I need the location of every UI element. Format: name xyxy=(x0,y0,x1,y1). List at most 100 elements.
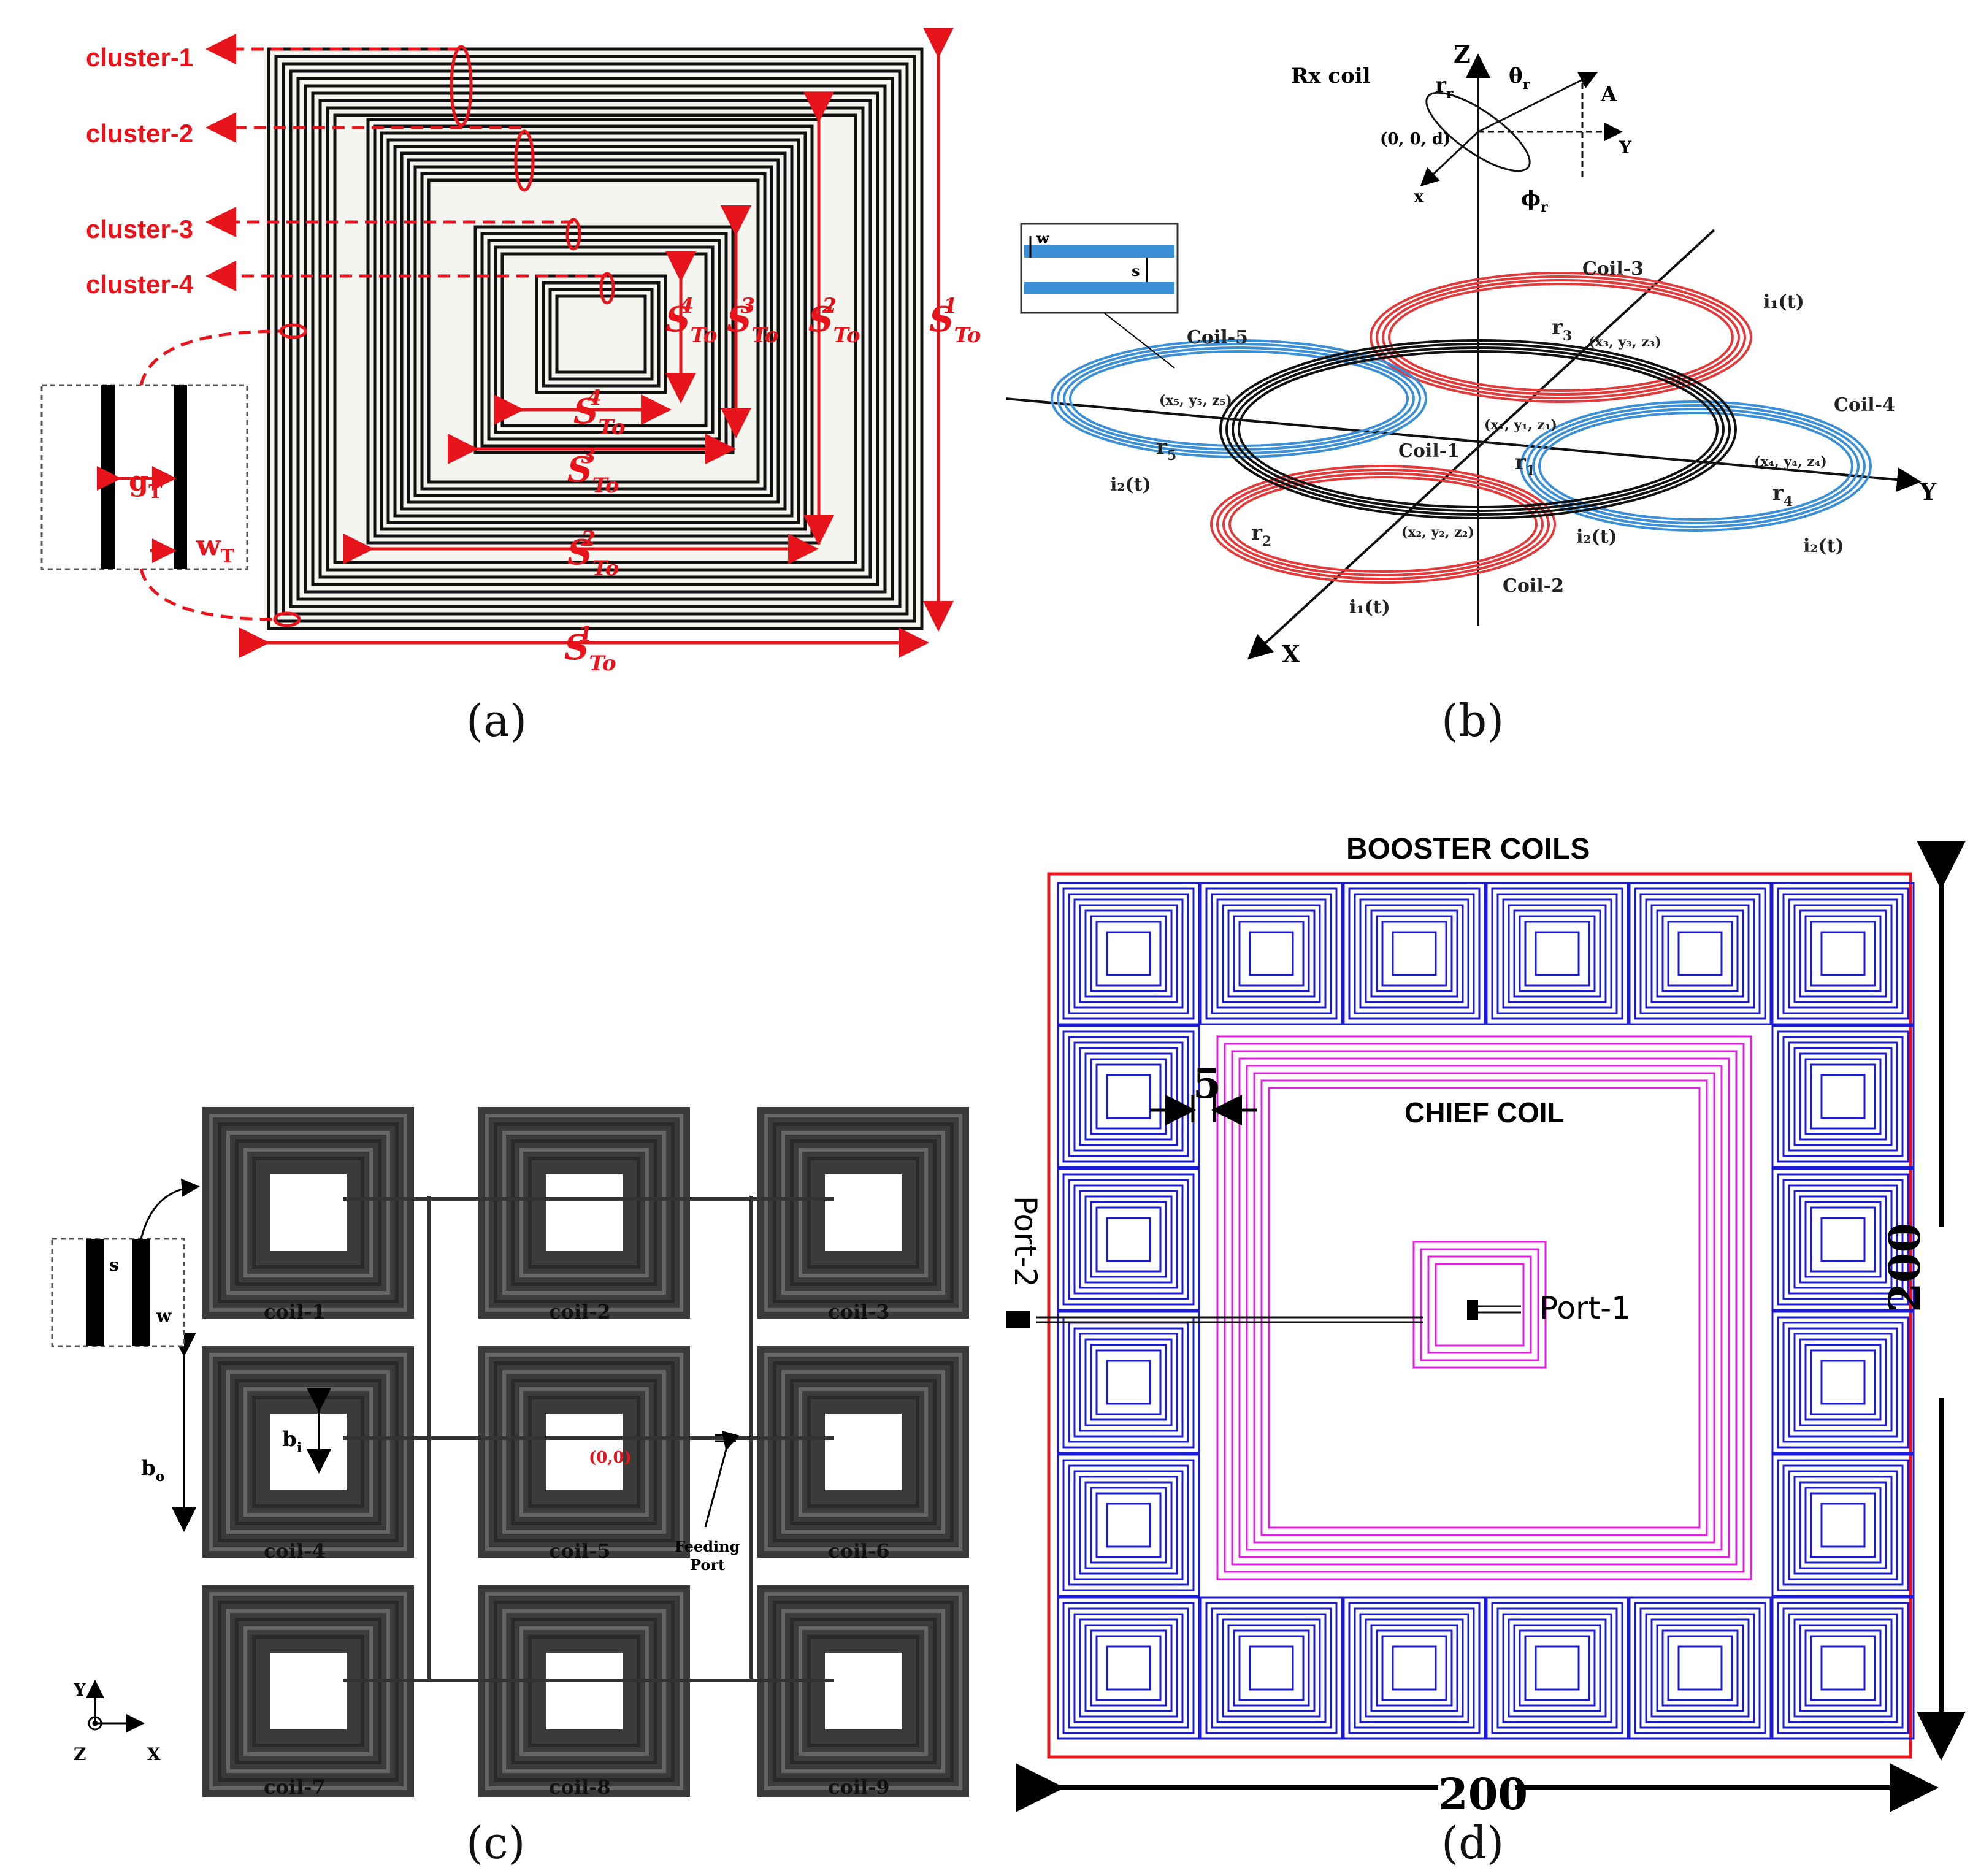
panel-c: coil-1 coil-2 coil-3 coil-4 coil-5 coil-… xyxy=(51,1107,969,1869)
port-2-block xyxy=(1006,1311,1030,1328)
rx-coil-frame xyxy=(1420,72,1623,187)
trace-inset-a: gT wT xyxy=(40,329,283,621)
coord-3: (x₃, y₃, z₃) xyxy=(1588,334,1661,350)
tx-coils xyxy=(1051,272,1872,584)
rx-labels: Rx coil (0, 0, d) rr θr ϕr A x Y xyxy=(1291,64,1632,215)
rx-radius: rr xyxy=(1435,73,1454,102)
coil-7-label-c: coil-7 xyxy=(264,1775,326,1799)
cluster-1 xyxy=(267,47,924,630)
rx-phi: ϕr xyxy=(1521,186,1548,215)
cluster-leaders xyxy=(205,34,607,291)
coil-9-label-c: coil-9 xyxy=(828,1775,890,1799)
coil-9-c xyxy=(757,1585,969,1797)
svg-text:STo3: STo3 xyxy=(567,444,619,498)
booster-coil-11 xyxy=(1057,1311,1200,1454)
coil-labels-c: coil-1 coil-2 coil-3 coil-4 coil-5 coil-… xyxy=(264,1300,890,1799)
coord-2: (x₂, y₂, z₂) xyxy=(1401,524,1474,540)
svg-text:STo2: STo2 xyxy=(808,294,860,348)
coil-2-label-b: Coil-2 xyxy=(1503,575,1564,597)
coil-labels-b: Coil-1 Coil-2 Coil-3 Coil-4 Coil-5 xyxy=(1187,258,1895,597)
inset-w-b: w xyxy=(1036,229,1050,247)
bo-label: bo xyxy=(141,1456,164,1485)
rx-y: Y xyxy=(1619,137,1632,158)
feed-lines-c xyxy=(343,1196,834,1682)
coord-5: (x₅, y₅, z₅) xyxy=(1159,392,1232,408)
booster-coil-19 xyxy=(1628,1596,1772,1740)
height-label: 200 xyxy=(1879,1223,1930,1312)
booster-coil-17 xyxy=(1343,1596,1486,1740)
s-to-2-bottom: STo2 xyxy=(567,527,619,581)
port-label: Port xyxy=(690,1556,725,1574)
rx-origin: (0, 0, d) xyxy=(1380,130,1450,148)
axis-z-c: Z xyxy=(74,1744,86,1764)
s-to-3-right: STo3 xyxy=(727,294,779,348)
booster-coil-13 xyxy=(1057,1453,1200,1597)
booster-coil-5 xyxy=(1628,882,1772,1025)
svg-text:STo1: STo1 xyxy=(564,622,616,676)
inset-s-b: s xyxy=(1132,262,1140,280)
coil-3-label-c: coil-3 xyxy=(828,1300,890,1323)
inset-s-c: s xyxy=(109,1255,119,1275)
spacing-inset-b: w s xyxy=(1020,223,1179,369)
caption-c: (c) xyxy=(466,1817,526,1869)
coil-4-c xyxy=(202,1346,414,1558)
coil-1-label-b: Coil-1 xyxy=(1398,440,1460,462)
chief-title: CHIEF COIL xyxy=(1404,1097,1565,1128)
coil-8-c xyxy=(478,1585,690,1797)
coil-1-c xyxy=(202,1107,414,1319)
booster-coil-15 xyxy=(1057,1596,1200,1740)
s-to-4-bottom: STo4 xyxy=(573,386,626,440)
inset-w-c: w xyxy=(156,1306,172,1326)
panel-b: Z Y X Rx coil (0, 0, d) rr θr ϕr A x Y C… xyxy=(1005,40,1937,746)
coord-labels-b: (x₁, y₁, z₁) (x₂, y₂, z₂) (x₃, y₃, z₃) (… xyxy=(1159,334,1827,540)
booster-title: BOOSTER COILS xyxy=(1346,833,1590,865)
coil-3-b xyxy=(1370,272,1752,403)
caption-d: (d) xyxy=(1441,1817,1504,1869)
coil-3-label-b: Coil-3 xyxy=(1582,258,1644,280)
caption-a: (a) xyxy=(466,695,527,746)
cluster-ellipses xyxy=(273,45,615,627)
cluster-4-label: cluster-4 xyxy=(86,270,194,299)
panel-d: BOOSTER COILS CHIEF COIL Port-1 Port-2 5… xyxy=(1006,833,1966,1869)
chief-feed xyxy=(1036,1305,1521,1323)
current-coil-3: i₁(t) xyxy=(1763,291,1804,313)
port-1-block xyxy=(1467,1300,1478,1320)
svg-text:STo4: STo4 xyxy=(573,386,626,440)
current-coil-2: i₁(t) xyxy=(1349,597,1390,618)
gap-label: 5 xyxy=(1193,1060,1221,1108)
coil-2-c xyxy=(478,1107,690,1319)
booster-coil-8 xyxy=(1771,1025,1915,1168)
coil-2-label-c: coil-2 xyxy=(549,1300,611,1323)
axis-z-b: Z xyxy=(1454,40,1471,68)
booster-coil-2 xyxy=(1200,882,1343,1025)
booster-coil-7 xyxy=(1057,1025,1200,1168)
rx-coil-label: Rx coil xyxy=(1291,64,1371,88)
booster-coil-1 xyxy=(1057,882,1200,1025)
axis-x-c: X xyxy=(147,1744,161,1764)
axes-c xyxy=(86,1680,145,1732)
axes-b xyxy=(1005,53,1922,660)
inset-c: s w xyxy=(51,1178,200,1347)
booster-coils xyxy=(1057,882,1915,1740)
dimension-labels-a: STo1 STo2 STo3 STo4 STo1 STo2 STo3 STo4 xyxy=(564,294,981,676)
booster-coil-14 xyxy=(1771,1453,1915,1597)
coord-1: (x₁, y₁, z₁) xyxy=(1484,417,1557,433)
coil-5-b xyxy=(1051,339,1427,458)
rx-x: x xyxy=(1414,186,1424,207)
coil-1-b xyxy=(1219,339,1737,519)
svg-text:gT: gT xyxy=(129,464,163,503)
panel-a: cluster-1 cluster-2 cluster-3 cluster-4 xyxy=(40,28,981,746)
r5: r5 xyxy=(1156,435,1176,464)
r2: r2 xyxy=(1251,521,1271,549)
bi-label: bi xyxy=(282,1427,302,1456)
booster-coil-16 xyxy=(1200,1596,1343,1740)
cluster-3-label: cluster-3 xyxy=(86,215,193,243)
coil-3-c xyxy=(757,1107,969,1319)
rx-vector-a: A xyxy=(1600,82,1617,107)
coil-grid xyxy=(202,1107,969,1797)
coil-4-label-b: Coil-4 xyxy=(1834,394,1895,416)
svg-text:STo2: STo2 xyxy=(567,527,619,581)
s-to-4-right: STo4 xyxy=(665,294,718,348)
booster-coil-20 xyxy=(1771,1596,1915,1740)
